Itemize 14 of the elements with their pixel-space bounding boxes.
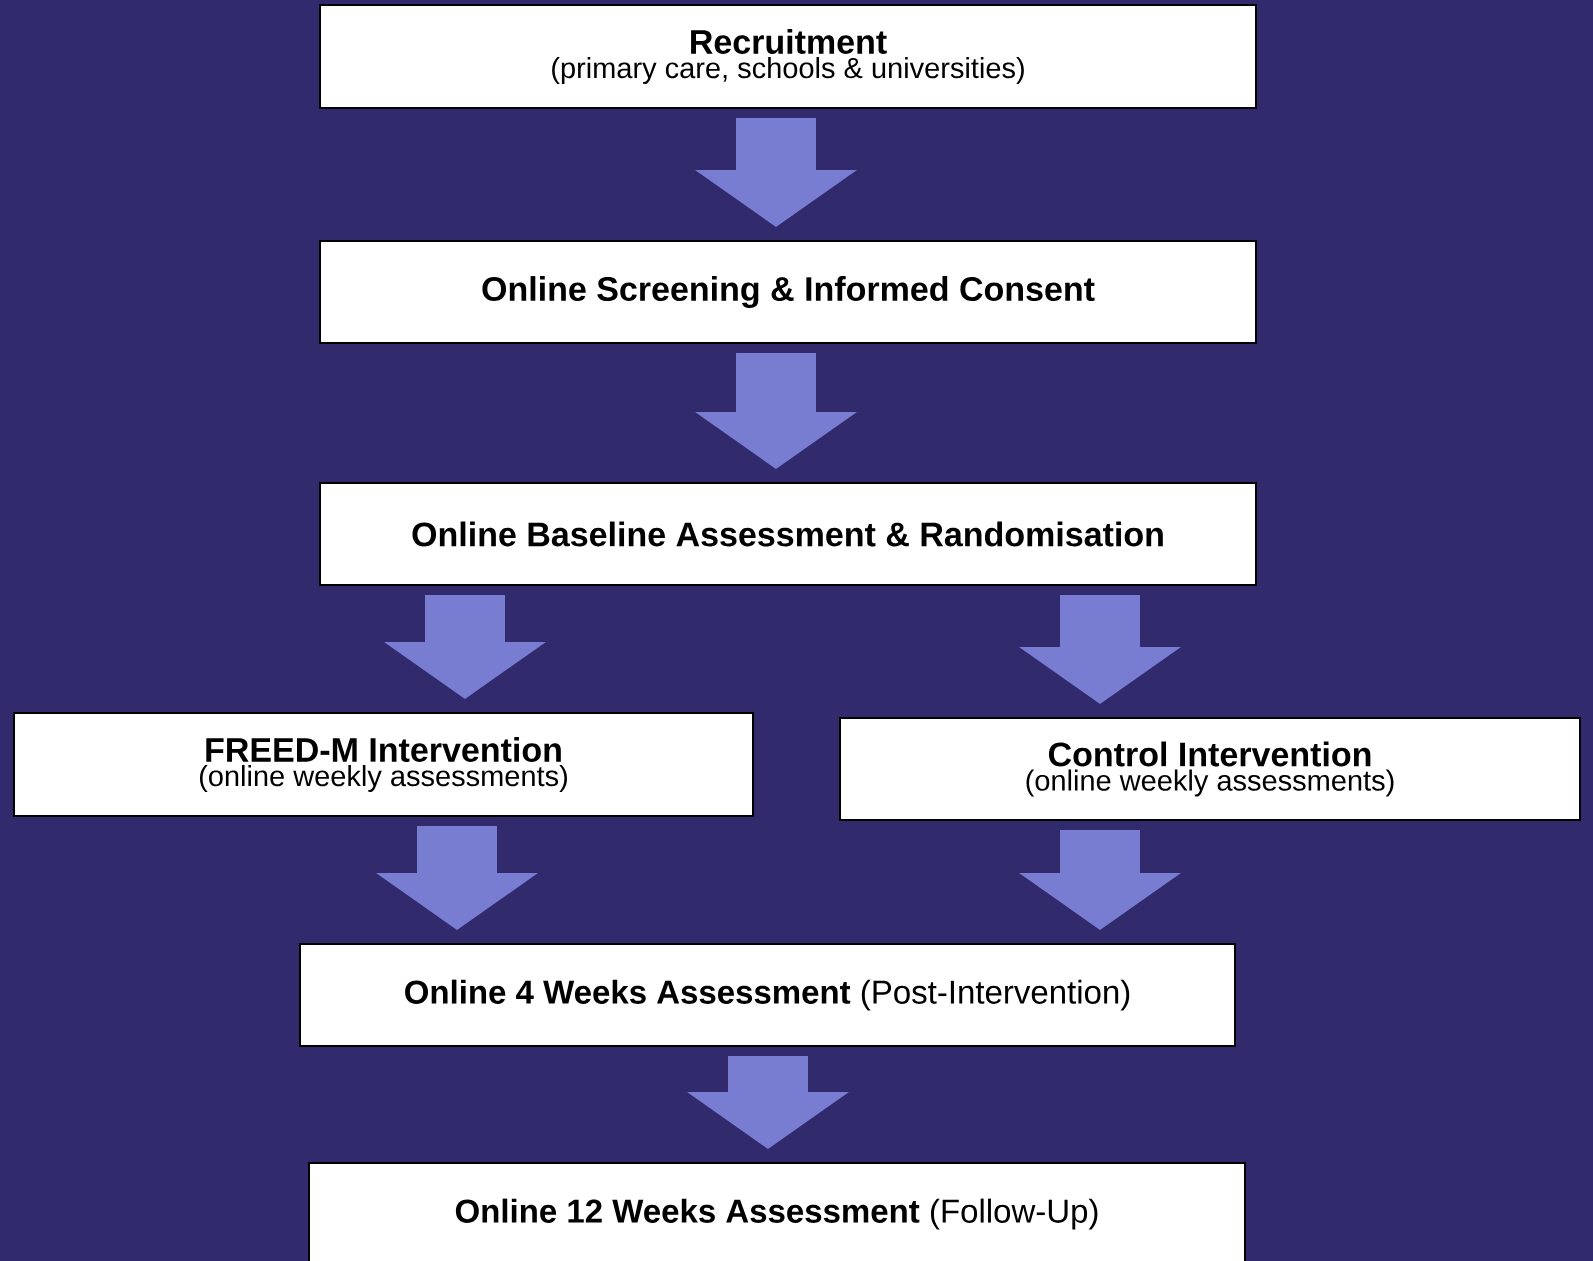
process-box: Online Baseline Assessment & Randomisation <box>319 482 1257 586</box>
process-box: FREED-M Intervention (online weekly assessments) <box>13 712 754 817</box>
process-box: Recruitment (primary care, schools & universities) <box>319 4 1257 109</box>
process-box: Online 4 Weeks Assessment (Post-Intervention) <box>299 943 1236 1047</box>
process-box: Control Intervention (online weekly assessments) <box>839 717 1581 821</box>
block-arrow <box>695 353 857 469</box>
block-arrow <box>687 1056 849 1149</box>
block-arrow <box>376 826 538 930</box>
process-box: Online Screening & Informed Consent <box>319 240 1257 344</box>
block-arrow <box>384 595 546 699</box>
process-box: Online 12 Weeks Assessment (Follow-Up) <box>308 1162 1246 1261</box>
block-arrow <box>1019 830 1181 930</box>
block-arrow <box>695 118 857 227</box>
block-arrow <box>1019 595 1181 704</box>
